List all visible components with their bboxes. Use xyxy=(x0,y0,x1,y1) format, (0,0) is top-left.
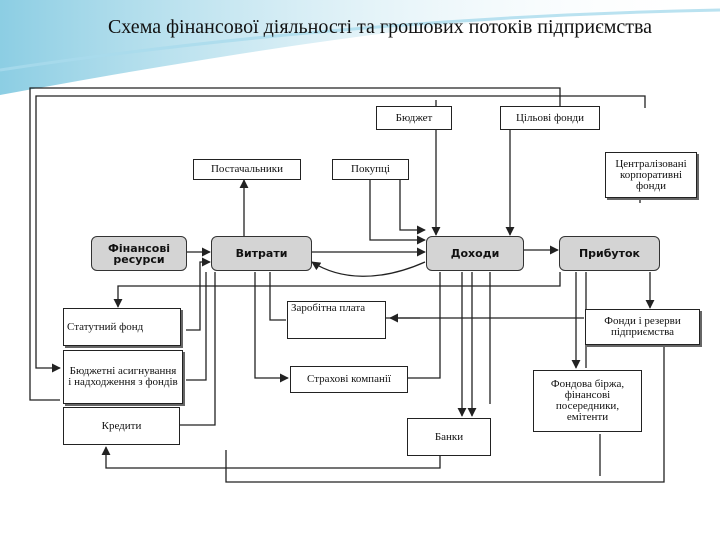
target-funds-box: Цільові фонди xyxy=(500,106,600,130)
flow-arrow xyxy=(369,180,426,245)
charter-fund-box: Статутний фонд xyxy=(63,308,181,346)
flow-arrow xyxy=(186,257,211,331)
banks-box: Банки xyxy=(407,418,491,456)
flow-arrow xyxy=(269,272,286,321)
page-title: Схема фінансової діяльності та грошових … xyxy=(107,16,653,38)
flow-arrow xyxy=(254,272,289,383)
flow-arrow xyxy=(399,180,426,235)
flow-arrow xyxy=(186,272,207,381)
flow-arrow xyxy=(29,87,561,401)
flow-arrow xyxy=(311,261,426,277)
flow-arrow xyxy=(101,446,441,469)
financial-resources-box: Фінансові ресурси xyxy=(91,236,187,271)
flow-arrow xyxy=(35,95,646,373)
centralized-funds-box: Централізовані корпоративні фонди xyxy=(605,152,697,198)
suppliers-box: Постачальники xyxy=(193,159,301,180)
reserve-funds-box: Фонди і резерви підприємства xyxy=(585,309,700,345)
budget-allocations-box: Бюджетні асигнування і надходження з фон… xyxy=(63,350,183,404)
flow-arrow xyxy=(225,344,665,483)
expenses-box: Витрати xyxy=(211,236,312,271)
flow-arrow xyxy=(408,272,441,379)
income-box: Доходи xyxy=(426,236,524,271)
salary-box: Заробітна плата xyxy=(287,301,386,339)
insurance-box: Страхові компанії xyxy=(290,366,408,393)
buyers-box: Покупці xyxy=(332,159,409,180)
stock-exchange-box: Фондова біржа, фінансові посередники, ем… xyxy=(533,370,642,432)
flow-arrow xyxy=(113,272,561,308)
background-swoosh xyxy=(0,0,720,95)
budget-box: Бюджет xyxy=(376,106,452,130)
credits-box: Кредити xyxy=(63,407,180,445)
flow-arrow xyxy=(180,272,216,426)
profit-box: Прибуток xyxy=(559,236,660,271)
